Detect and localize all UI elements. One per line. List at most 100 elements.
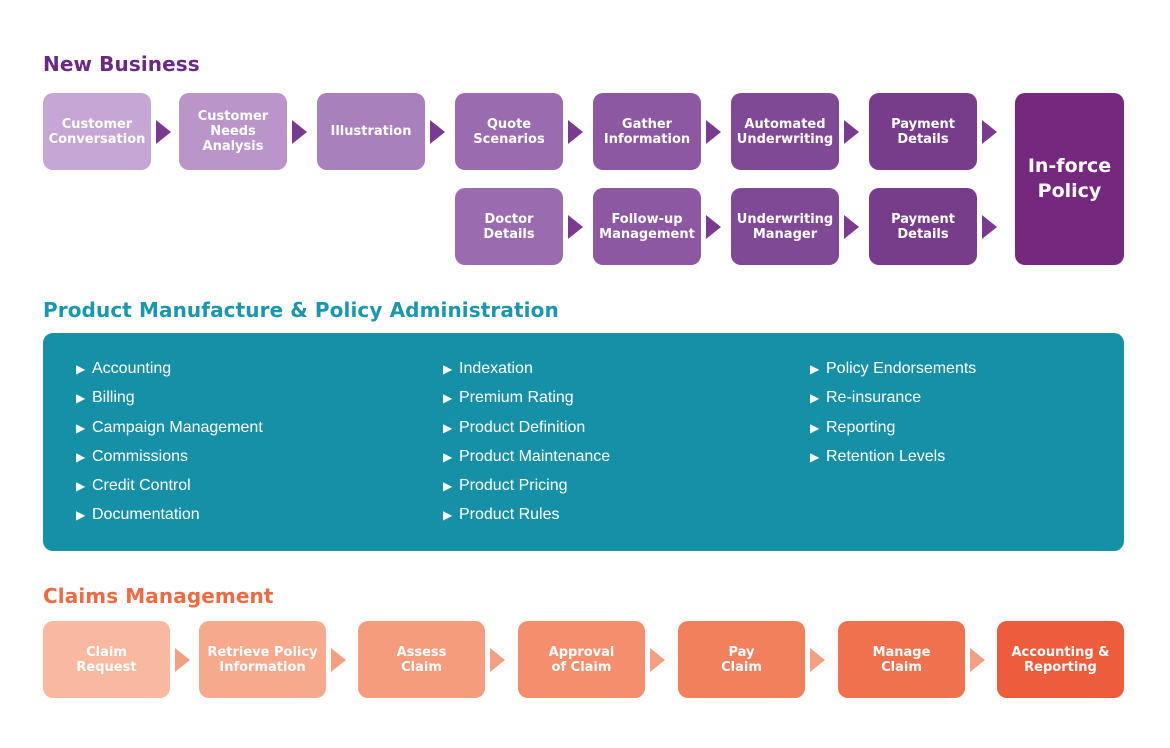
arrow-right-icon xyxy=(568,215,583,239)
arrow-right-icon xyxy=(331,648,346,672)
arrow-right-icon xyxy=(844,120,859,144)
nb-step-box: Underwriting Manager xyxy=(731,188,839,265)
nb-step-box-label: Doctor Details xyxy=(483,211,535,242)
feature-label: Commissions xyxy=(92,447,189,465)
feature-label: Re-insurance xyxy=(826,389,922,407)
nb-step-box: Payment Details xyxy=(869,188,977,265)
in-force-policy-label: In-force Policy xyxy=(1027,155,1112,202)
arrow-right-icon xyxy=(970,648,985,672)
claims-title: Claims Management xyxy=(43,584,274,608)
feature-label: Indexation xyxy=(459,360,533,377)
claims-step-box: Assess Claim xyxy=(358,621,485,698)
feature-label: Product Maintenance xyxy=(459,447,611,465)
feature-label: Campaign Management xyxy=(92,418,263,436)
triangle-bullet-icon: ▶ xyxy=(76,420,86,435)
product-admin-title: Product Manufacture & Policy Administrat… xyxy=(43,298,559,322)
feature-label: Reporting xyxy=(826,418,896,436)
feature-list-item: ▶Credit Control xyxy=(76,476,263,505)
nb-step-box: Customer Needs Analysis xyxy=(179,93,287,170)
claims-step-box-label: Approval of Claim xyxy=(548,644,615,675)
triangle-bullet-icon: ▶ xyxy=(810,391,820,406)
feature-list-item: ▶ Product Pricing xyxy=(443,476,610,505)
feature-label: Policy Endorsements xyxy=(826,360,977,377)
nb-step-box: Customer Conversation xyxy=(43,93,151,170)
claims-step-box-label: Accounting & Reporting xyxy=(1011,644,1110,675)
nb-step-box-label: Customer Needs Analysis xyxy=(197,109,269,154)
nb-step-box-label: Payment Details xyxy=(891,211,955,242)
arrow-right-icon xyxy=(706,215,721,239)
feature-list-item: ▶ Campaign Management xyxy=(76,418,263,447)
feature-label: Product Rules xyxy=(459,506,560,524)
nb-step-box-label: Gather Information xyxy=(603,116,691,147)
nb-step-box: Gather Information xyxy=(593,93,701,170)
nb-step-box: Quote Scenarios xyxy=(455,93,563,170)
nb-step-box: Payment Details xyxy=(869,93,977,170)
nb-step-box-label: Illustration xyxy=(330,124,412,139)
triangle-bullet-icon: ▶ xyxy=(76,508,86,523)
triangle-bullet-icon: ▶ xyxy=(443,362,453,376)
triangle-bullet-icon: ▶ xyxy=(443,391,453,406)
arrow-right-icon xyxy=(490,648,505,672)
feature-list-item: ▶ Premium Rating xyxy=(443,388,610,417)
triangle-bullet-icon: ▶ xyxy=(443,479,453,494)
feature-list-item: ▶ Product Maintenance xyxy=(443,447,610,476)
nb-step-box-label: Quote Scenarios xyxy=(473,116,545,147)
feature-list-item: ▶ Re-insurance xyxy=(810,388,976,417)
triangle-bullet-icon: ▶ xyxy=(810,362,820,376)
triangle-bullet-icon: ▶ xyxy=(810,420,820,435)
feature-list-item: ▶ Billing xyxy=(76,388,263,417)
feature-list-item: ▶ Product Definition xyxy=(443,418,610,447)
nb-step-box: Follow-up Management xyxy=(593,188,701,265)
arrow-right-icon xyxy=(568,120,583,144)
arrow-right-icon xyxy=(430,120,445,144)
claims-step-box: Retrieve Policy Information xyxy=(199,621,326,698)
feature-label: Product Pricing xyxy=(459,477,568,495)
feature-column: ▶ Policy Endorsements ▶ Re-insurance ▶ Report… xyxy=(810,359,976,476)
claims-step-box-label: Manage Claim xyxy=(872,644,931,675)
feature-list-item: ▶ Retention Levels xyxy=(810,447,976,476)
arrow-right-icon xyxy=(844,215,859,239)
feature-list-item: ▶ Product Rules xyxy=(443,505,610,534)
feature-list-item: ▶ Documentation xyxy=(76,505,263,534)
triangle-bullet-icon: ▶ xyxy=(443,449,453,464)
claims-step-box-label: Claim Request xyxy=(76,644,137,675)
claims-step-box: Approval of Claim xyxy=(518,621,645,698)
feature-label: Retention Levels xyxy=(826,447,946,465)
nb-step-box: Illustration xyxy=(317,93,425,170)
arrow-right-icon xyxy=(292,120,307,144)
triangle-bullet-icon: ▶ xyxy=(443,420,453,435)
triangle-bullet-icon: ▶ xyxy=(76,391,86,406)
feature-column: ▶ Indexation ▶ Premium Rating ▶ Product Defin… xyxy=(443,359,610,535)
claims-step-box: Accounting & Reporting xyxy=(997,621,1124,698)
claims-step-box-label: Assess Claim xyxy=(396,644,447,675)
product-admin-panel: ▶Accounting▶Billing▶Campaign Management▶… xyxy=(43,333,1124,551)
feature-label: Product Definition xyxy=(459,418,586,436)
claims-step-box-label: Retrieve Policy Information xyxy=(207,644,318,675)
nb-step-box-label: Underwriting Manager xyxy=(736,211,834,242)
feature-label: Billing xyxy=(92,389,135,407)
arrow-right-icon xyxy=(156,120,171,144)
feature-list-item: ▶ Commissions xyxy=(76,447,263,476)
feature-label: Documentation xyxy=(92,506,200,524)
feature-list-item: ▶ Reporting xyxy=(810,418,976,447)
nb-step-box: Doctor Details xyxy=(455,188,563,265)
triangle-bullet-icon: ▶ xyxy=(443,508,453,523)
triangle-bullet-icon: ▶ xyxy=(810,449,820,464)
claims-step-box: Pay Claim xyxy=(678,621,805,698)
claims-step-box: Claim Request xyxy=(43,621,170,698)
triangle-bullet-icon: ▶ xyxy=(76,362,86,376)
arrow-right-icon xyxy=(175,648,190,672)
feature-list-item: ▶ Indexation xyxy=(443,359,610,388)
new-business-title: New Business xyxy=(43,52,200,76)
feature-label: Premium Rating xyxy=(459,389,574,407)
triangle-bullet-icon: ▶ xyxy=(76,449,86,464)
arrow-right-icon xyxy=(650,648,665,672)
nb-step-box: Automated Underwriting xyxy=(731,93,839,170)
arrow-right-icon xyxy=(706,120,721,144)
feature-label: Accounting xyxy=(92,360,172,377)
feature-column: ▶Accounting▶Billing▶Campaign Management▶… xyxy=(76,359,263,535)
nb-step-box-label: Customer Conversation xyxy=(48,116,146,147)
nb-step-box-label: Automated Underwriting xyxy=(736,116,834,147)
claims-step-box-label: Pay Claim xyxy=(721,644,762,675)
feature-list-item: ▶ Accounting xyxy=(76,359,263,388)
